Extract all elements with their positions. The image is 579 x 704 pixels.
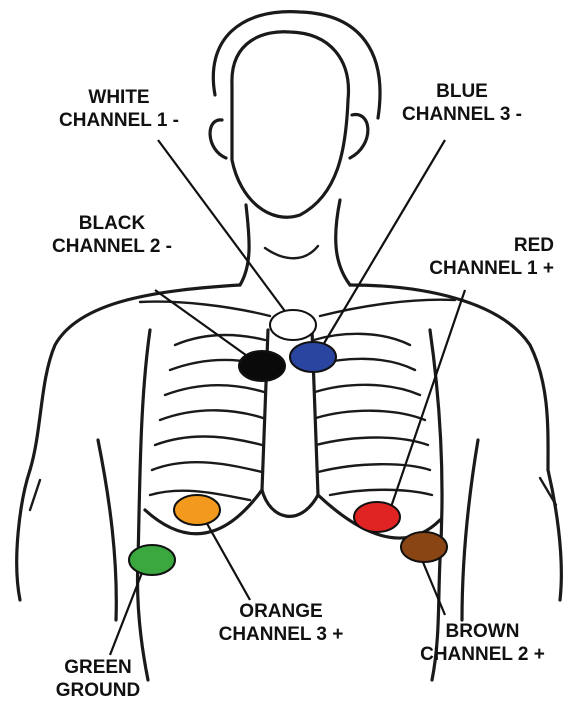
label-white: WHITE CHANNEL 1 - [30,86,208,132]
white-electrode [270,310,316,340]
label-red-channel: CHANNEL 1 + [404,257,554,280]
label-blue: BLUE CHANNEL 3 - [382,80,542,126]
label-white-color: WHITE [30,86,208,109]
label-blue-color: BLUE [382,80,542,103]
label-black-channel: CHANNEL 2 - [36,235,188,258]
label-white-channel: CHANNEL 1 - [30,109,208,132]
label-green-color: GREEN [42,656,154,679]
label-orange-color: ORANGE [200,600,362,623]
red-electrode [354,502,400,532]
label-blue-channel: CHANNEL 3 - [382,103,542,126]
black-lead-line [155,290,250,358]
label-black: BLACK CHANNEL 2 - [36,212,188,258]
label-red-color: RED [404,234,554,257]
orange-lead-line [205,520,250,600]
black-electrode [239,351,285,381]
label-green-channel: GROUND [42,679,154,702]
electrodes [129,310,447,575]
label-brown-color: BROWN [400,620,565,643]
label-brown-channel: CHANNEL 2 + [400,643,565,666]
label-red: RED CHANNEL 1 + [404,234,554,280]
label-orange: ORANGE CHANNEL 3 + [200,600,362,646]
label-orange-channel: CHANNEL 3 + [200,623,362,646]
red-lead-line [390,290,465,510]
orange-electrode [174,495,220,525]
label-green: GREEN GROUND [42,656,154,702]
brown-electrode [401,532,447,562]
blue-electrode [290,342,336,372]
green-electrode [129,545,175,575]
label-black-color: BLACK [36,212,188,235]
label-brown: BROWN CHANNEL 2 + [400,620,565,666]
